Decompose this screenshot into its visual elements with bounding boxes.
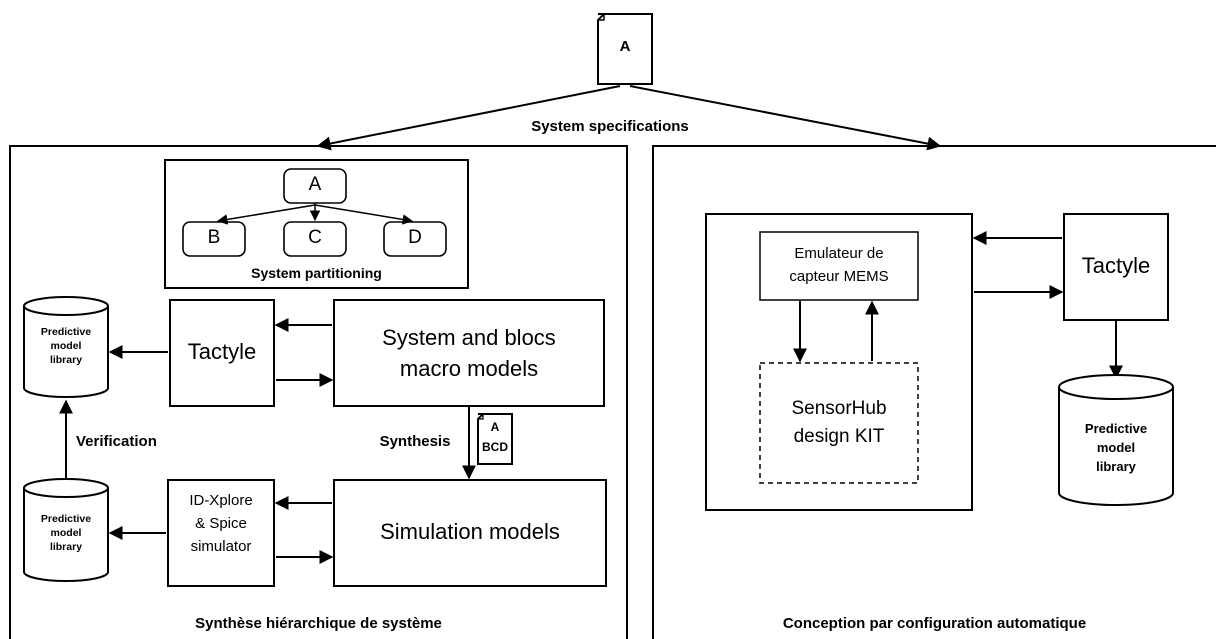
system-specifications-label: System specifications bbox=[531, 118, 689, 135]
sensorhub-line-2: design KIT bbox=[793, 426, 885, 447]
library-cylinder-right bbox=[1058, 374, 1174, 506]
library-bottom-line-1: Predictive bbox=[40, 513, 92, 525]
spec-arrow-left bbox=[316, 85, 621, 151]
library-top-line-2: model bbox=[50, 340, 82, 353]
top-document-icon bbox=[597, 13, 653, 85]
library-right-line-1: Predictive bbox=[1084, 421, 1148, 436]
library-label-top-left: Predictive model library bbox=[24, 325, 108, 368]
verification-label: Verification bbox=[76, 433, 157, 450]
sensorhub-box bbox=[759, 362, 919, 484]
document-abcd-line-1: A bbox=[490, 420, 500, 434]
partition-child-b-label: B bbox=[207, 227, 221, 248]
right-panel-caption: Conception par configuration automatique bbox=[782, 615, 1087, 632]
library-right-line-3: library bbox=[1096, 458, 1136, 474]
simulation-models-label: Simulation models bbox=[380, 519, 560, 544]
document-abcd-line-2: BCD bbox=[482, 440, 508, 454]
macro-models-line-1: System and blocs bbox=[382, 325, 556, 350]
top-document-label: A bbox=[619, 38, 631, 55]
library-top-line-3: library bbox=[49, 354, 83, 367]
simulator-line-3: simulator bbox=[190, 538, 252, 555]
simulator-line-1: ID-Xplore bbox=[189, 492, 253, 509]
tactyle-label-left: Tactyle bbox=[187, 339, 257, 364]
macro-models-box bbox=[333, 299, 605, 407]
library-top-line-1: Predictive bbox=[40, 326, 92, 338]
partition-node-d bbox=[383, 221, 447, 257]
partition-child-d-label: D bbox=[408, 227, 422, 248]
emulator-line-2: capteur MEMS bbox=[789, 268, 889, 285]
tactyle-box-right bbox=[1063, 213, 1169, 321]
left-panel-caption: Synthèse hiérarchique de système bbox=[195, 615, 442, 632]
library-bottom-line-3: library bbox=[49, 541, 83, 554]
sensorhub-line-1: SensorHub bbox=[791, 398, 887, 419]
library-label-bottom-left: Predictive model library bbox=[24, 512, 108, 555]
partition-node-c bbox=[283, 221, 347, 257]
partitioning-caption: System partitioning bbox=[251, 265, 382, 281]
partition-node-b bbox=[182, 221, 246, 257]
tactyle-box-left bbox=[169, 299, 275, 407]
spec-arrow-right bbox=[629, 85, 942, 151]
library-right-line-2: model bbox=[1096, 439, 1136, 455]
simulator-line-2: & Spice bbox=[195, 515, 247, 532]
emulator-line-1: Emulateur de bbox=[794, 245, 884, 262]
tactyle-label-right: Tactyle bbox=[1081, 253, 1151, 278]
simulation-models-box bbox=[333, 479, 607, 587]
document-abcd-icon bbox=[477, 413, 513, 465]
library-cylinder-bottom-left bbox=[23, 478, 109, 582]
emulator-box bbox=[759, 231, 919, 301]
right-panel-frame bbox=[652, 145, 1216, 639]
left-panel-frame bbox=[9, 145, 628, 639]
library-bottom-line-2: model bbox=[50, 527, 82, 540]
library-label-right: Predictive model library bbox=[1059, 420, 1173, 477]
library-cylinder-top-left bbox=[23, 296, 109, 398]
synthesis-label: Synthesis bbox=[379, 433, 451, 450]
partition-child-c-label: C bbox=[308, 227, 322, 248]
simulator-box bbox=[167, 479, 275, 587]
partition-root-label: A bbox=[308, 174, 322, 195]
macro-models-line-2: macro models bbox=[399, 356, 539, 381]
